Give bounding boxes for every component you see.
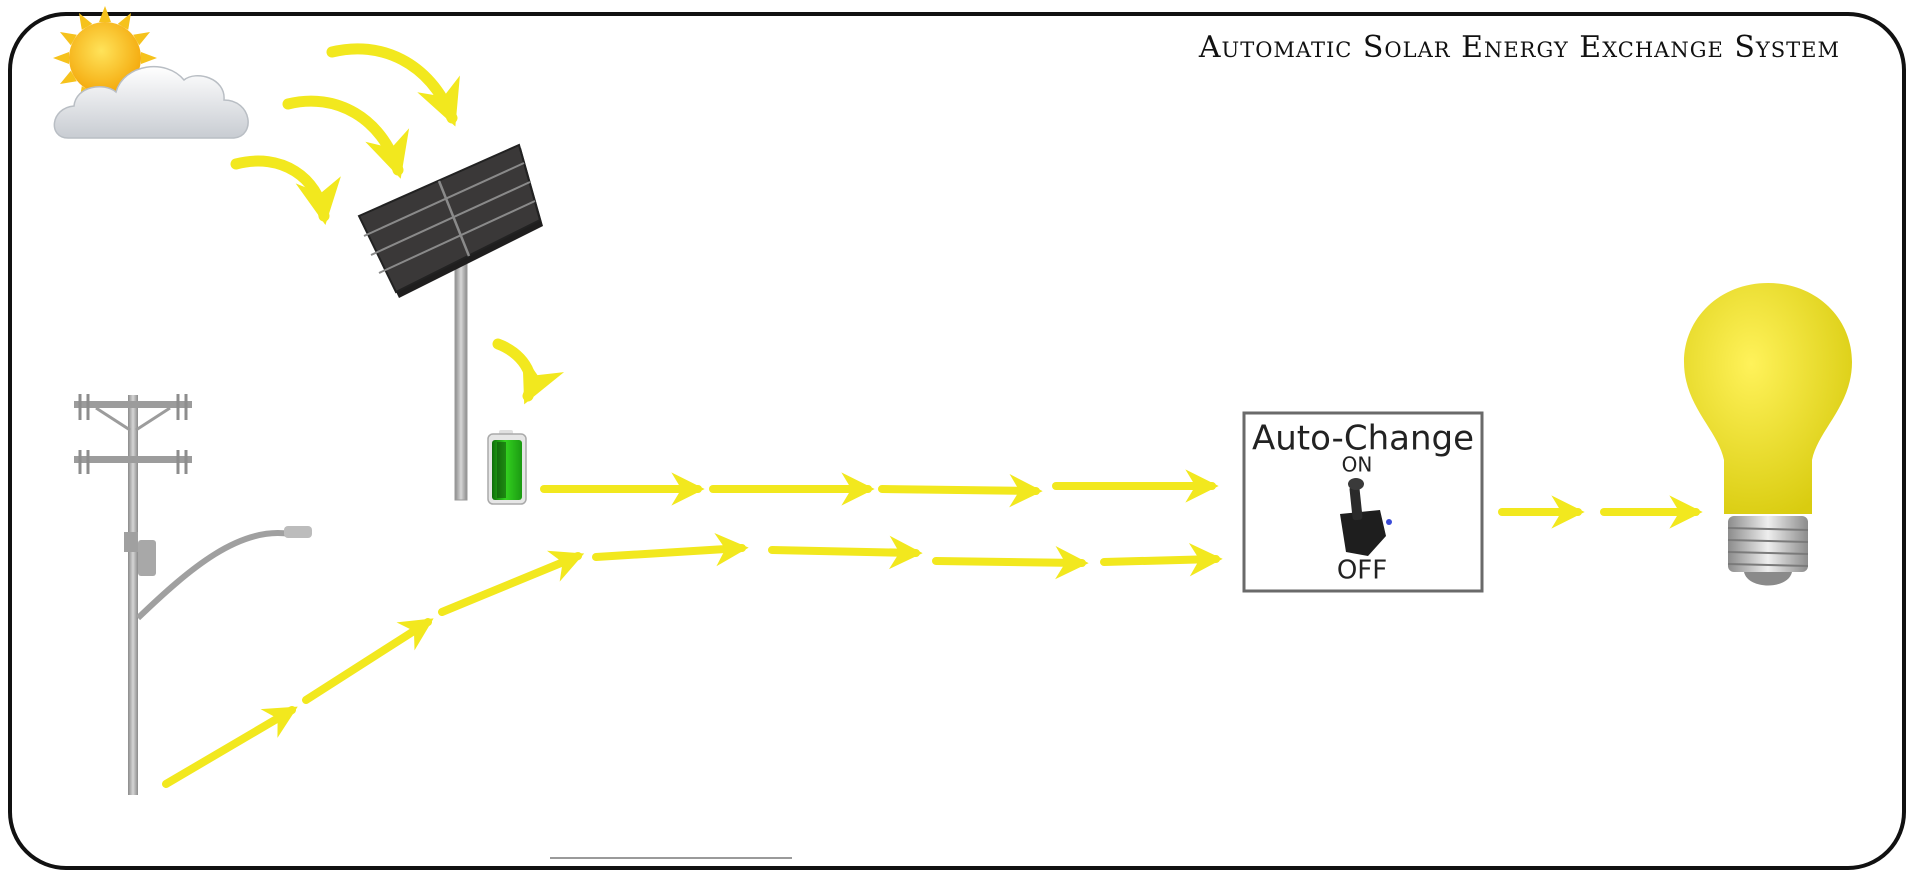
sunlight-arrow <box>282 95 410 179</box>
sun-cloud-icon <box>53 6 249 139</box>
flow-arrow <box>302 618 434 704</box>
solar-panel-icon <box>357 143 543 501</box>
utility-pole-icon <box>74 394 312 795</box>
flow-arrow <box>592 533 749 567</box>
diagram-frame <box>8 12 1906 870</box>
flow-arrow <box>1100 543 1223 577</box>
charge-arrow <box>492 338 565 405</box>
auto-change-switch: Auto-Change ON OFF <box>1242 411 1484 593</box>
switch-off-label: OFF <box>1337 556 1387 586</box>
solar-path-arrows <box>540 469 1219 508</box>
flow-arrow <box>438 550 585 616</box>
diagram-title: Automatic Solar Energy Exchange System <box>1198 30 1840 65</box>
sunlight-arrow <box>326 43 460 127</box>
grid-path-arrows <box>162 533 1223 788</box>
flow-arrow <box>162 706 298 788</box>
flow-arrow <box>932 545 1089 580</box>
switch-on-label: ON <box>1342 453 1373 477</box>
light-bulb-icon <box>1684 283 1852 586</box>
switch-heading: Auto-Change <box>1252 419 1474 459</box>
flow-arrow <box>878 473 1043 508</box>
sunlight-arrow <box>230 155 341 226</box>
toggle-switch-icon[interactable] <box>1340 478 1392 556</box>
flow-arrow <box>768 535 923 570</box>
battery-icon <box>487 430 527 505</box>
sunlight-arrows <box>230 43 565 405</box>
